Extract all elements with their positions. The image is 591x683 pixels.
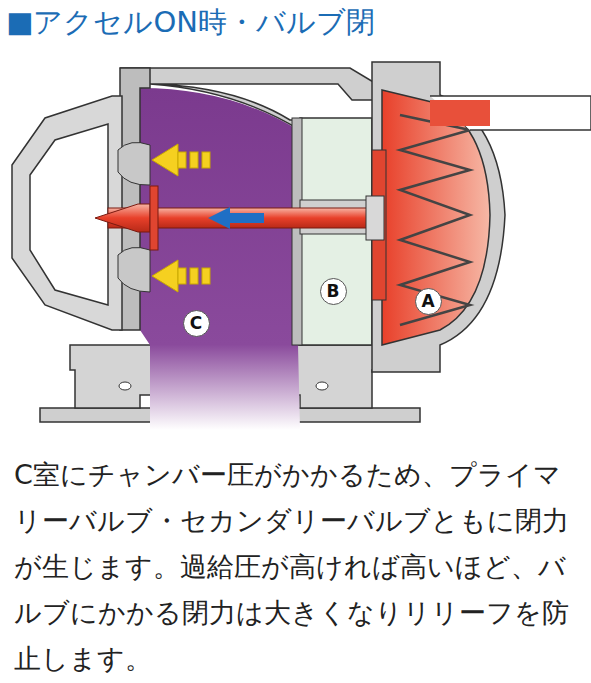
chamber-letter: A: [421, 293, 434, 310]
chamber-label-circle: C: [183, 310, 210, 337]
chamber-letter: C: [190, 315, 202, 332]
title-text: ■アクセルON時・バルブ閉: [6, 2, 375, 42]
chamber-letter: B: [327, 283, 340, 300]
chamber-label-circle: B: [320, 278, 347, 305]
chamber-label-circle: A: [415, 288, 442, 315]
caption-text: C室にチャンバー圧がかかるため、プライマリーバルブ・セカンダリーバルブともに閉力…: [14, 452, 580, 682]
